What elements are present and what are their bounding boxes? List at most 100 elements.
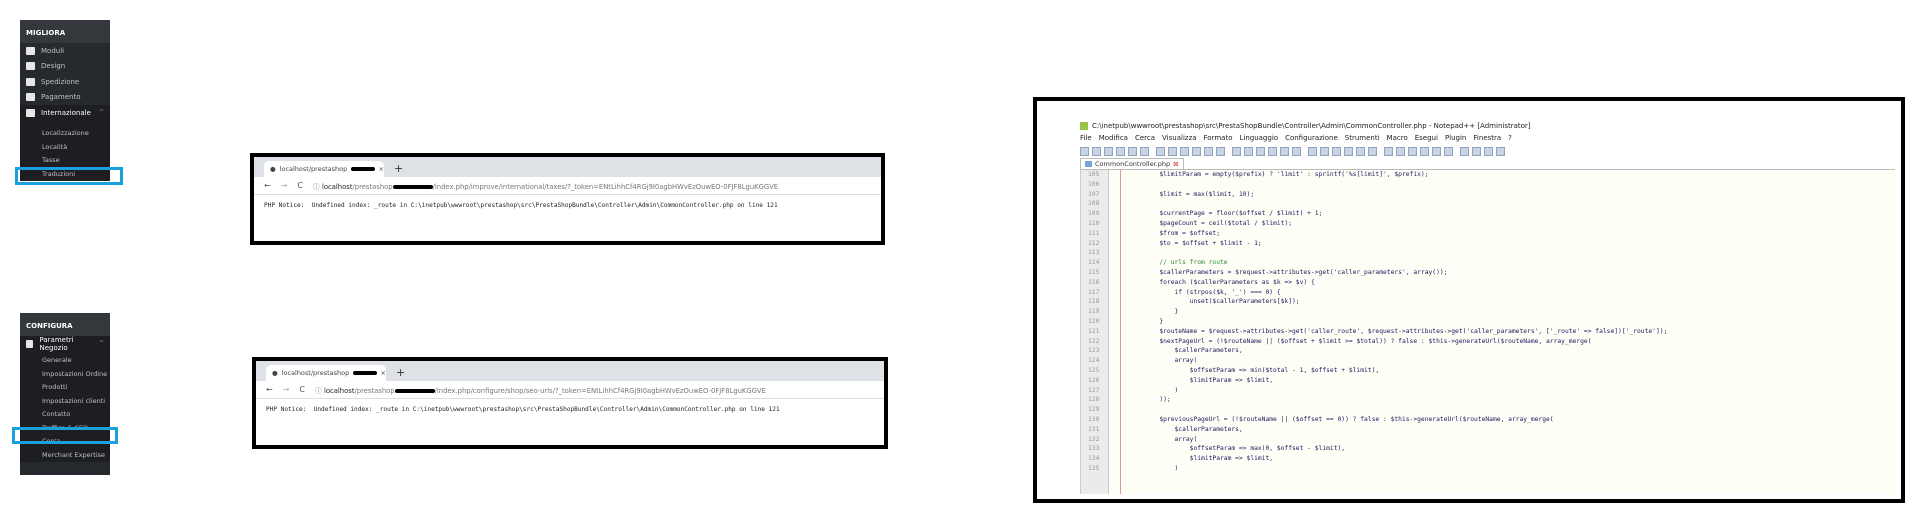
toolbar-button-icon[interactable] <box>1484 146 1493 156</box>
toolbar-button-icon[interactable] <box>1092 146 1101 156</box>
close-icon[interactable]: × <box>378 165 384 173</box>
menu-item[interactable]: Plugin <box>1444 134 1467 142</box>
line-number: 112 <box>1088 239 1100 247</box>
sidebar-item[interactable]: Internazionale^ <box>20 105 110 121</box>
code-editor[interactable]: 105 $limitParam = empty($prefix) ? 'limi… <box>1080 170 1895 494</box>
toolbar-button-icon[interactable] <box>1308 146 1317 156</box>
toolbar-button-icon[interactable] <box>1444 146 1453 156</box>
sidebar-item[interactable]: Design <box>20 59 110 75</box>
sidebar-item[interactable]: Pagamento <box>20 90 110 106</box>
sidebar-item-label: Pagamento <box>41 93 81 102</box>
line-number: 126 <box>1088 376 1100 384</box>
toolbar-button-icon[interactable] <box>1268 146 1277 156</box>
sidebar-subitem[interactable]: Localizzazione <box>20 126 110 140</box>
sidebar-subitem[interactable]: Contatto <box>20 407 110 421</box>
code-text: $nextPageUrl = (!$routeName || ($offset … <box>1129 337 1592 345</box>
menu-item[interactable]: ? <box>1508 134 1512 142</box>
toolbar-button-icon[interactable] <box>1104 146 1113 156</box>
sidebar-subitem[interactable]: Località <box>20 140 110 154</box>
address-bar[interactable]: ⓘ localhost/prestashop/index.php/improve… <box>313 182 779 191</box>
reload-icon[interactable]: C <box>299 385 305 394</box>
toolbar-button-icon[interactable] <box>1472 146 1481 156</box>
close-icon[interactable]: × <box>380 369 386 377</box>
menu-item[interactable]: Configurazione <box>1285 134 1338 142</box>
browser-tab[interactable]: ●localhost/prestashop× <box>264 161 384 177</box>
toolbar <box>1080 144 1895 158</box>
sidebar-subitem[interactable]: Tasse <box>20 153 110 167</box>
toolbar-button-icon[interactable] <box>1168 146 1177 156</box>
menu-item[interactable]: Formato <box>1203 134 1233 142</box>
toolbar-button-icon[interactable] <box>1232 146 1241 156</box>
menu-item[interactable]: Visualizza <box>1162 134 1197 142</box>
toolbar-button-icon[interactable] <box>1460 146 1469 156</box>
toolbar-button-icon[interactable] <box>1140 146 1149 156</box>
code-text: $limitParam => $limit, <box>1129 376 1274 384</box>
toolbar-button-icon[interactable] <box>1192 146 1201 156</box>
sidebar-item[interactable]: Moduli <box>20 43 110 59</box>
toolbar-button-icon[interactable] <box>1080 146 1089 156</box>
toolbar-button-icon[interactable] <box>1432 146 1441 156</box>
toolbar-button-icon[interactable] <box>1280 146 1289 156</box>
toolbar-button-icon[interactable] <box>1216 146 1225 156</box>
back-icon[interactable]: ← <box>264 181 271 190</box>
sidebar-subitem[interactable]: Generale <box>20 353 110 367</box>
code-line: 109 $currentPage = floor($offset / $limi… <box>1081 209 1895 219</box>
forward-icon[interactable]: → <box>282 385 290 394</box>
code-text: $routeName = $request->attributes->get('… <box>1129 327 1668 335</box>
sidebar-subitem[interactable]: Impostazioni clienti <box>20 394 110 408</box>
globe-icon <box>26 108 35 117</box>
reload-icon[interactable]: C <box>297 181 303 190</box>
toolbar-button-icon[interactable] <box>1368 146 1377 156</box>
sidebar-subitem[interactable]: Impostazioni Ordine <box>20 367 110 381</box>
toolbar-button-icon[interactable] <box>1384 146 1393 156</box>
chevron-up-icon: ^ <box>98 109 104 117</box>
address-bar[interactable]: ⓘ localhost/prestashop/index.php/configu… <box>315 386 766 395</box>
toolbar-button-icon[interactable] <box>1396 146 1405 156</box>
new-tab-button[interactable]: + <box>394 162 404 175</box>
browser-tab[interactable]: ●localhost/prestashop× <box>266 365 386 381</box>
menu-item[interactable]: Finestra <box>1473 134 1502 142</box>
toolbar-button-icon[interactable] <box>1180 146 1189 156</box>
toolbar-button-icon[interactable] <box>1292 146 1301 156</box>
toolbar-button-icon[interactable] <box>1344 146 1353 156</box>
toolbar-button-icon[interactable] <box>1116 146 1125 156</box>
code-line: 119 } <box>1081 307 1895 317</box>
toolbar-button-icon[interactable] <box>1320 146 1329 156</box>
menu-item[interactable]: Macro <box>1386 134 1408 142</box>
menu-item[interactable]: Linguaggio <box>1239 134 1279 142</box>
menu-item[interactable]: Cerca <box>1134 134 1156 142</box>
toolbar-button-icon[interactable] <box>1204 146 1213 156</box>
sidebar-subitem[interactable]: Prodotti <box>20 380 110 394</box>
code-text <box>1109 199 1129 209</box>
file-tab[interactable]: CommonController.php⊠ <box>1080 158 1184 169</box>
code-line: 118 unset($callerParameters[$k]); <box>1081 297 1895 307</box>
toolbar-button-icon[interactable] <box>1408 146 1417 156</box>
toolbar-button-icon[interactable] <box>1244 146 1253 156</box>
toolbar-button-icon[interactable] <box>1496 146 1505 156</box>
menu-item[interactable]: Strumenti <box>1344 134 1380 142</box>
code-line: 115 $callerParameters = $request->attrib… <box>1081 268 1895 278</box>
menu-item[interactable]: Modifica <box>1098 134 1128 142</box>
back-icon[interactable]: ← <box>266 385 273 394</box>
toolbar-button-icon[interactable] <box>1420 146 1429 156</box>
forward-icon[interactable]: → <box>280 181 288 190</box>
menu-item[interactable]: Esegui <box>1414 134 1438 142</box>
sidebar-subitem[interactable]: Merchant Expertise <box>20 448 110 462</box>
new-tab-button[interactable]: + <box>396 366 406 379</box>
code-line: 114 // urls from route <box>1081 258 1895 268</box>
sidebar-subitem[interactable]: Traduzioni <box>20 167 110 181</box>
code-line: 133 $offsetParam => max(0, $offset - $li… <box>1081 444 1895 454</box>
code-line: 120 } <box>1081 317 1895 327</box>
menu-item[interactable]: File <box>1080 134 1092 142</box>
sidebar-item[interactable]: Parametri Negozio^ <box>20 336 110 352</box>
notepad-window: C:\inetpub\wwwroot\prestashop\src\Presta… <box>1080 120 1895 494</box>
toolbar-button-icon[interactable] <box>1332 146 1341 156</box>
close-icon[interactable]: ⊠ <box>1173 160 1179 168</box>
toolbar-button-icon[interactable] <box>1156 146 1165 156</box>
toolbar-button-icon[interactable] <box>1356 146 1365 156</box>
toolbar-button-icon[interactable] <box>1256 146 1265 156</box>
toolbar-button-icon[interactable] <box>1128 146 1137 156</box>
line-number: 106 <box>1088 180 1100 188</box>
code-text: $offsetParam => min($total - 1, $offset … <box>1129 366 1380 374</box>
sidebar-item[interactable]: Spedizione <box>20 74 110 90</box>
